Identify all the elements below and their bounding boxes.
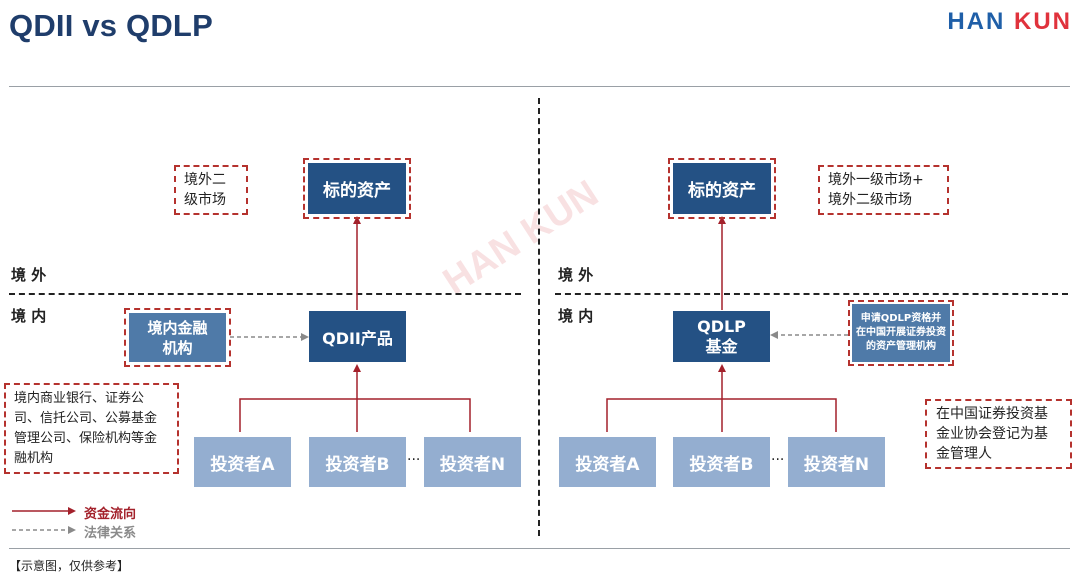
left-institution-frame bbox=[124, 308, 231, 367]
right-investor-ellipsis: ··· bbox=[771, 452, 785, 468]
right-investor-b: 投资者B bbox=[673, 437, 770, 487]
logo-han-text: HAN bbox=[947, 8, 1006, 35]
right-investor-n: 投资者N bbox=[788, 437, 885, 487]
left-domestic-label: 境 内 bbox=[11, 307, 47, 325]
logo-kun-text: KUN bbox=[1014, 8, 1072, 35]
left-investor-ellipsis: ··· bbox=[407, 452, 421, 468]
left-institution-note: 境内商业银行、证券公司、信托公司、公募基金管理公司、保险机构等金融机构 bbox=[4, 383, 179, 474]
right-manager-box: 申请QDLP资格并在中国开展证券投资的资产管理机构 bbox=[852, 304, 950, 362]
right-qdlp-fund-label: QDLP 基金 bbox=[697, 316, 746, 356]
right-overseas-label: 境 外 bbox=[558, 266, 594, 284]
footer-note: 【示意图，仅供参考】 bbox=[9, 559, 130, 573]
legend-fund-flow-label: 资金流向 bbox=[84, 507, 137, 522]
right-target-asset-frame bbox=[668, 158, 776, 219]
left-domestic-institution-label: 境内金融 机构 bbox=[147, 318, 208, 357]
left-border-line bbox=[9, 293, 521, 295]
right-target-asset-box: 标的资产 bbox=[673, 163, 771, 214]
right-investor-a: 投资者A bbox=[559, 437, 656, 487]
right-domestic-label: 境 内 bbox=[558, 307, 594, 325]
right-manager-frame bbox=[848, 300, 954, 366]
center-divider bbox=[538, 98, 540, 536]
left-investor-b: 投资者B bbox=[309, 437, 406, 487]
left-market-note-text: 境外二 级市场 bbox=[184, 172, 226, 208]
legend-legal-relation-label: 法律关系 bbox=[84, 526, 137, 541]
left-overseas-label: 境 外 bbox=[11, 266, 47, 284]
right-association-note: 在中国证券投资基金业协会登记为基金管理人 bbox=[925, 399, 1072, 469]
right-manager-label: 申请QDLP资格并在中国开展证券投资的资产管理机构 bbox=[856, 313, 946, 352]
left-institution-note-text: 境内商业银行、证券公司、信托公司、公募基金管理公司、保险机构等金融机构 bbox=[14, 391, 158, 466]
right-qdlp-fund-box: QDLP 基金 bbox=[673, 311, 770, 362]
left-qdii-product-box: QDII产品 bbox=[309, 311, 406, 362]
left-domestic-institution-box: 境内金融 机构 bbox=[129, 313, 226, 362]
right-market-note: 境外一级市场+ 境外二级市场 bbox=[818, 165, 949, 215]
left-investor-a: 投资者A bbox=[194, 437, 291, 487]
header-divider bbox=[9, 86, 1070, 87]
left-market-note: 境外二 级市场 bbox=[174, 165, 248, 215]
left-investor-n: 投资者N bbox=[424, 437, 521, 487]
hankun-logo: HAN KUN bbox=[947, 8, 1072, 36]
page-title: QDII vs QDLP bbox=[9, 8, 213, 43]
right-association-note-text: 在中国证券投资基金业协会登记为基金管理人 bbox=[936, 406, 1048, 462]
right-border-line bbox=[555, 293, 1068, 295]
left-target-asset-frame bbox=[303, 158, 411, 219]
left-target-asset-box: 标的资产 bbox=[308, 163, 406, 214]
left-investor-bracket bbox=[239, 398, 471, 432]
right-market-note-text: 境外一级市场+ 境外二级市场 bbox=[828, 172, 924, 208]
footer-divider bbox=[9, 548, 1070, 549]
